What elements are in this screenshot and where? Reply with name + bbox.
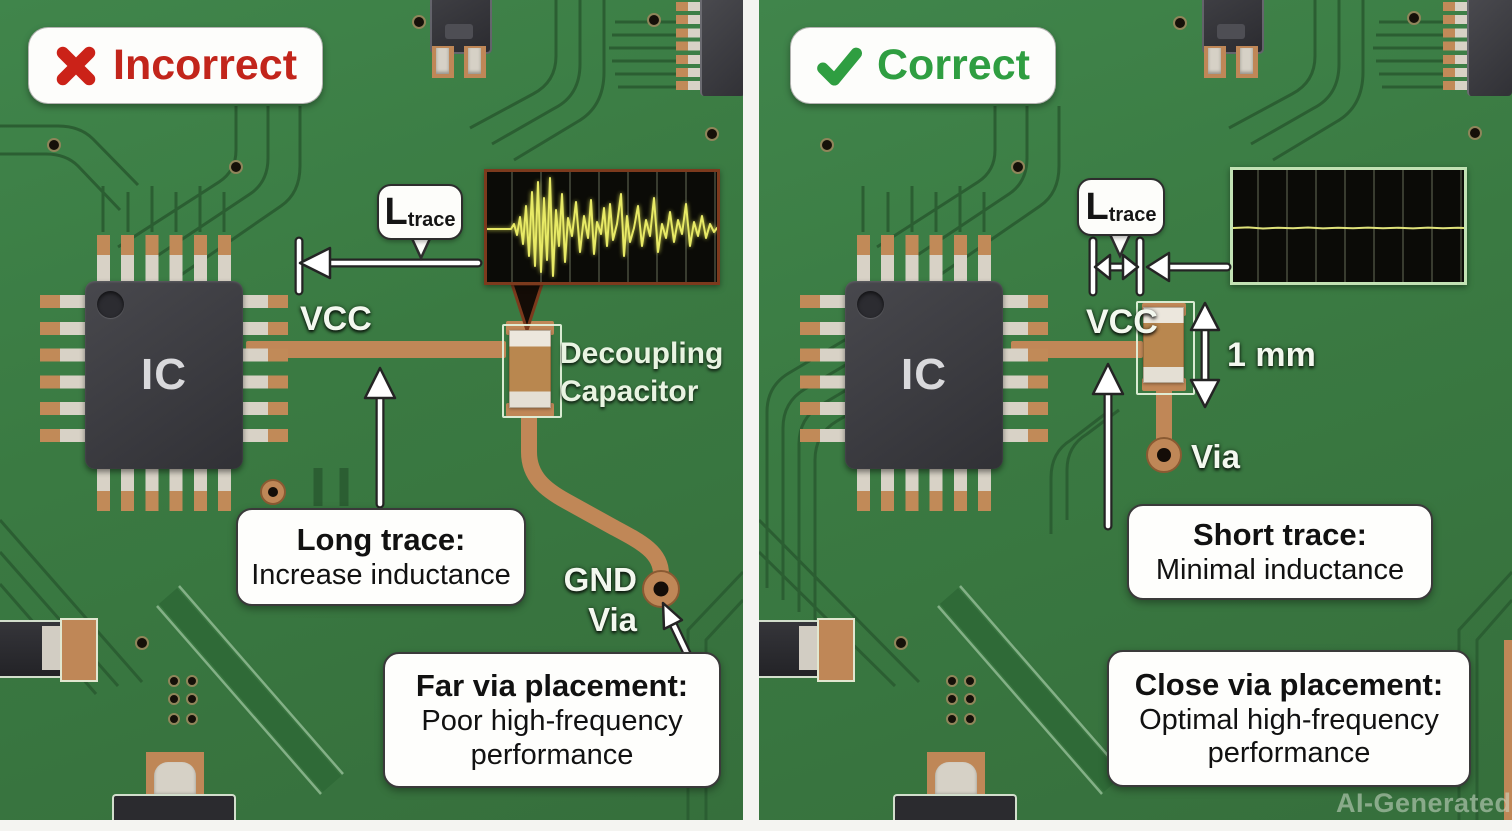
vcc-copper-trace bbox=[246, 341, 506, 358]
ic-label: IC bbox=[901, 350, 947, 399]
ic-pins-bottom bbox=[97, 469, 231, 511]
correct-badge: Correct bbox=[790, 27, 1056, 104]
edge-connector-ic bbox=[676, 0, 743, 96]
edge-connector-ic bbox=[1443, 0, 1512, 96]
dimension-label-1mm: 1 mm bbox=[1227, 336, 1316, 374]
edge-copper-strip bbox=[1504, 640, 1512, 820]
clean-waveform bbox=[1233, 226, 1464, 230]
callout-body: Poor high-frequency performance bbox=[421, 705, 683, 771]
edge-ic-pins bbox=[1443, 2, 1469, 90]
callout-body: Increase inductance bbox=[251, 559, 511, 592]
trace-length-measure-arrow bbox=[294, 236, 483, 296]
ic-pins-top bbox=[857, 235, 991, 281]
via-label: Via bbox=[1191, 438, 1240, 475]
one-mm-dimension-arrow bbox=[1189, 301, 1221, 409]
bottom-transistor bbox=[112, 752, 236, 820]
short-trace-arrow bbox=[1091, 362, 1125, 531]
capacitor-outline bbox=[502, 324, 562, 418]
callout-body: Minimal inductance bbox=[1155, 554, 1405, 587]
vcc-label: VCC bbox=[300, 300, 372, 338]
top-transistor bbox=[430, 0, 492, 82]
close-via-callout: Close via placement: Optimal high-freque… bbox=[1107, 650, 1471, 787]
edge-ic-pins bbox=[676, 2, 702, 90]
panel-divider bbox=[743, 0, 759, 820]
pcb-trace-decorations bbox=[759, 0, 1512, 820]
decoupling-capacitor bbox=[1143, 307, 1184, 383]
routed-traces bbox=[759, 0, 1512, 820]
callout-title: Close via placement: bbox=[1134, 666, 1444, 702]
main-ic-chip: IC bbox=[40, 235, 288, 511]
ai-generated-watermark: AI-Generated bbox=[1336, 788, 1512, 818]
callout-title: Short trace: bbox=[1193, 517, 1367, 553]
chip-resistor bbox=[759, 618, 857, 682]
ic-chip-body: IC bbox=[85, 281, 243, 469]
gnd-via-label-line2: Via bbox=[588, 601, 637, 638]
decoupling-capacitor bbox=[509, 330, 551, 408]
badge-label: Incorrect bbox=[113, 41, 298, 89]
ic-pins-left bbox=[40, 295, 85, 455]
far-via-callout: Far via placement: Poor high-frequency p… bbox=[383, 652, 721, 788]
inductance-subscript: trace bbox=[1108, 203, 1157, 226]
capacitor-outline bbox=[1136, 301, 1195, 395]
inductance-subscript: trace bbox=[407, 208, 456, 231]
x-icon bbox=[56, 46, 96, 85]
gnd-via-label: GND Via bbox=[553, 560, 637, 640]
main-ic-chip: IC bbox=[800, 235, 1048, 511]
ic-pins-bottom bbox=[857, 469, 991, 511]
edge-ic-body bbox=[700, 0, 743, 96]
trace-length-measure-arrows bbox=[1088, 236, 1232, 297]
chip-resistor bbox=[0, 618, 100, 682]
gnd-via-label-line1: GND bbox=[563, 561, 637, 598]
check-icon bbox=[817, 47, 862, 86]
ic-label: IC bbox=[141, 350, 187, 399]
bottom-margin-strip bbox=[0, 820, 1512, 831]
top-transistor bbox=[1202, 0, 1264, 82]
small-vias bbox=[820, 11, 1482, 725]
capacitor-label-line1: Decoupling bbox=[560, 337, 724, 370]
pin1-indicator-dot bbox=[97, 291, 124, 318]
ic-pins-right bbox=[1003, 295, 1048, 455]
incorrect-panel: IC VCC Decoupling Capacitor bbox=[0, 0, 743, 820]
long-trace-callout: Long trace: Increase inductance bbox=[236, 508, 526, 606]
edge-ic-body bbox=[1467, 0, 1512, 96]
callout-title: Long trace: bbox=[296, 522, 466, 558]
ic-chip-body: IC bbox=[845, 281, 1003, 469]
incorrect-badge: Incorrect bbox=[28, 27, 324, 104]
inductance-symbol: L bbox=[1085, 186, 1109, 228]
ic-pins-top bbox=[97, 235, 231, 281]
annotation-arrows bbox=[1088, 228, 1232, 531]
small-vias bbox=[47, 13, 719, 725]
inductance-symbol: L bbox=[384, 191, 408, 233]
oscilloscope-noisy bbox=[484, 169, 720, 285]
short-trace-callout: Short trace: Minimal inductance bbox=[1127, 504, 1433, 600]
scope-gridlines bbox=[1233, 170, 1464, 282]
callout-title: Far via placement: bbox=[415, 668, 689, 704]
ic-pins-left bbox=[800, 295, 845, 455]
noisy-waveform bbox=[487, 177, 717, 277]
long-trace-arrow bbox=[363, 366, 397, 509]
gnd-via bbox=[642, 570, 680, 608]
pin1-indicator-dot bbox=[857, 291, 884, 318]
callout-body: Optimal high-frequency performance bbox=[1139, 703, 1439, 770]
capacitor-label-line2: Capacitor bbox=[560, 375, 699, 408]
correct-panel: IC VCC 1 mm Via bbox=[759, 0, 1512, 820]
vcc-label: VCC bbox=[1086, 303, 1158, 341]
capacitor-label: Decoupling Capacitor bbox=[560, 335, 723, 411]
bottom-transistor bbox=[893, 752, 1017, 820]
oscilloscope-clean bbox=[1230, 167, 1467, 285]
gnd-via bbox=[1146, 437, 1182, 473]
ic-pins-right bbox=[243, 295, 288, 455]
badge-label: Correct bbox=[877, 41, 1030, 89]
